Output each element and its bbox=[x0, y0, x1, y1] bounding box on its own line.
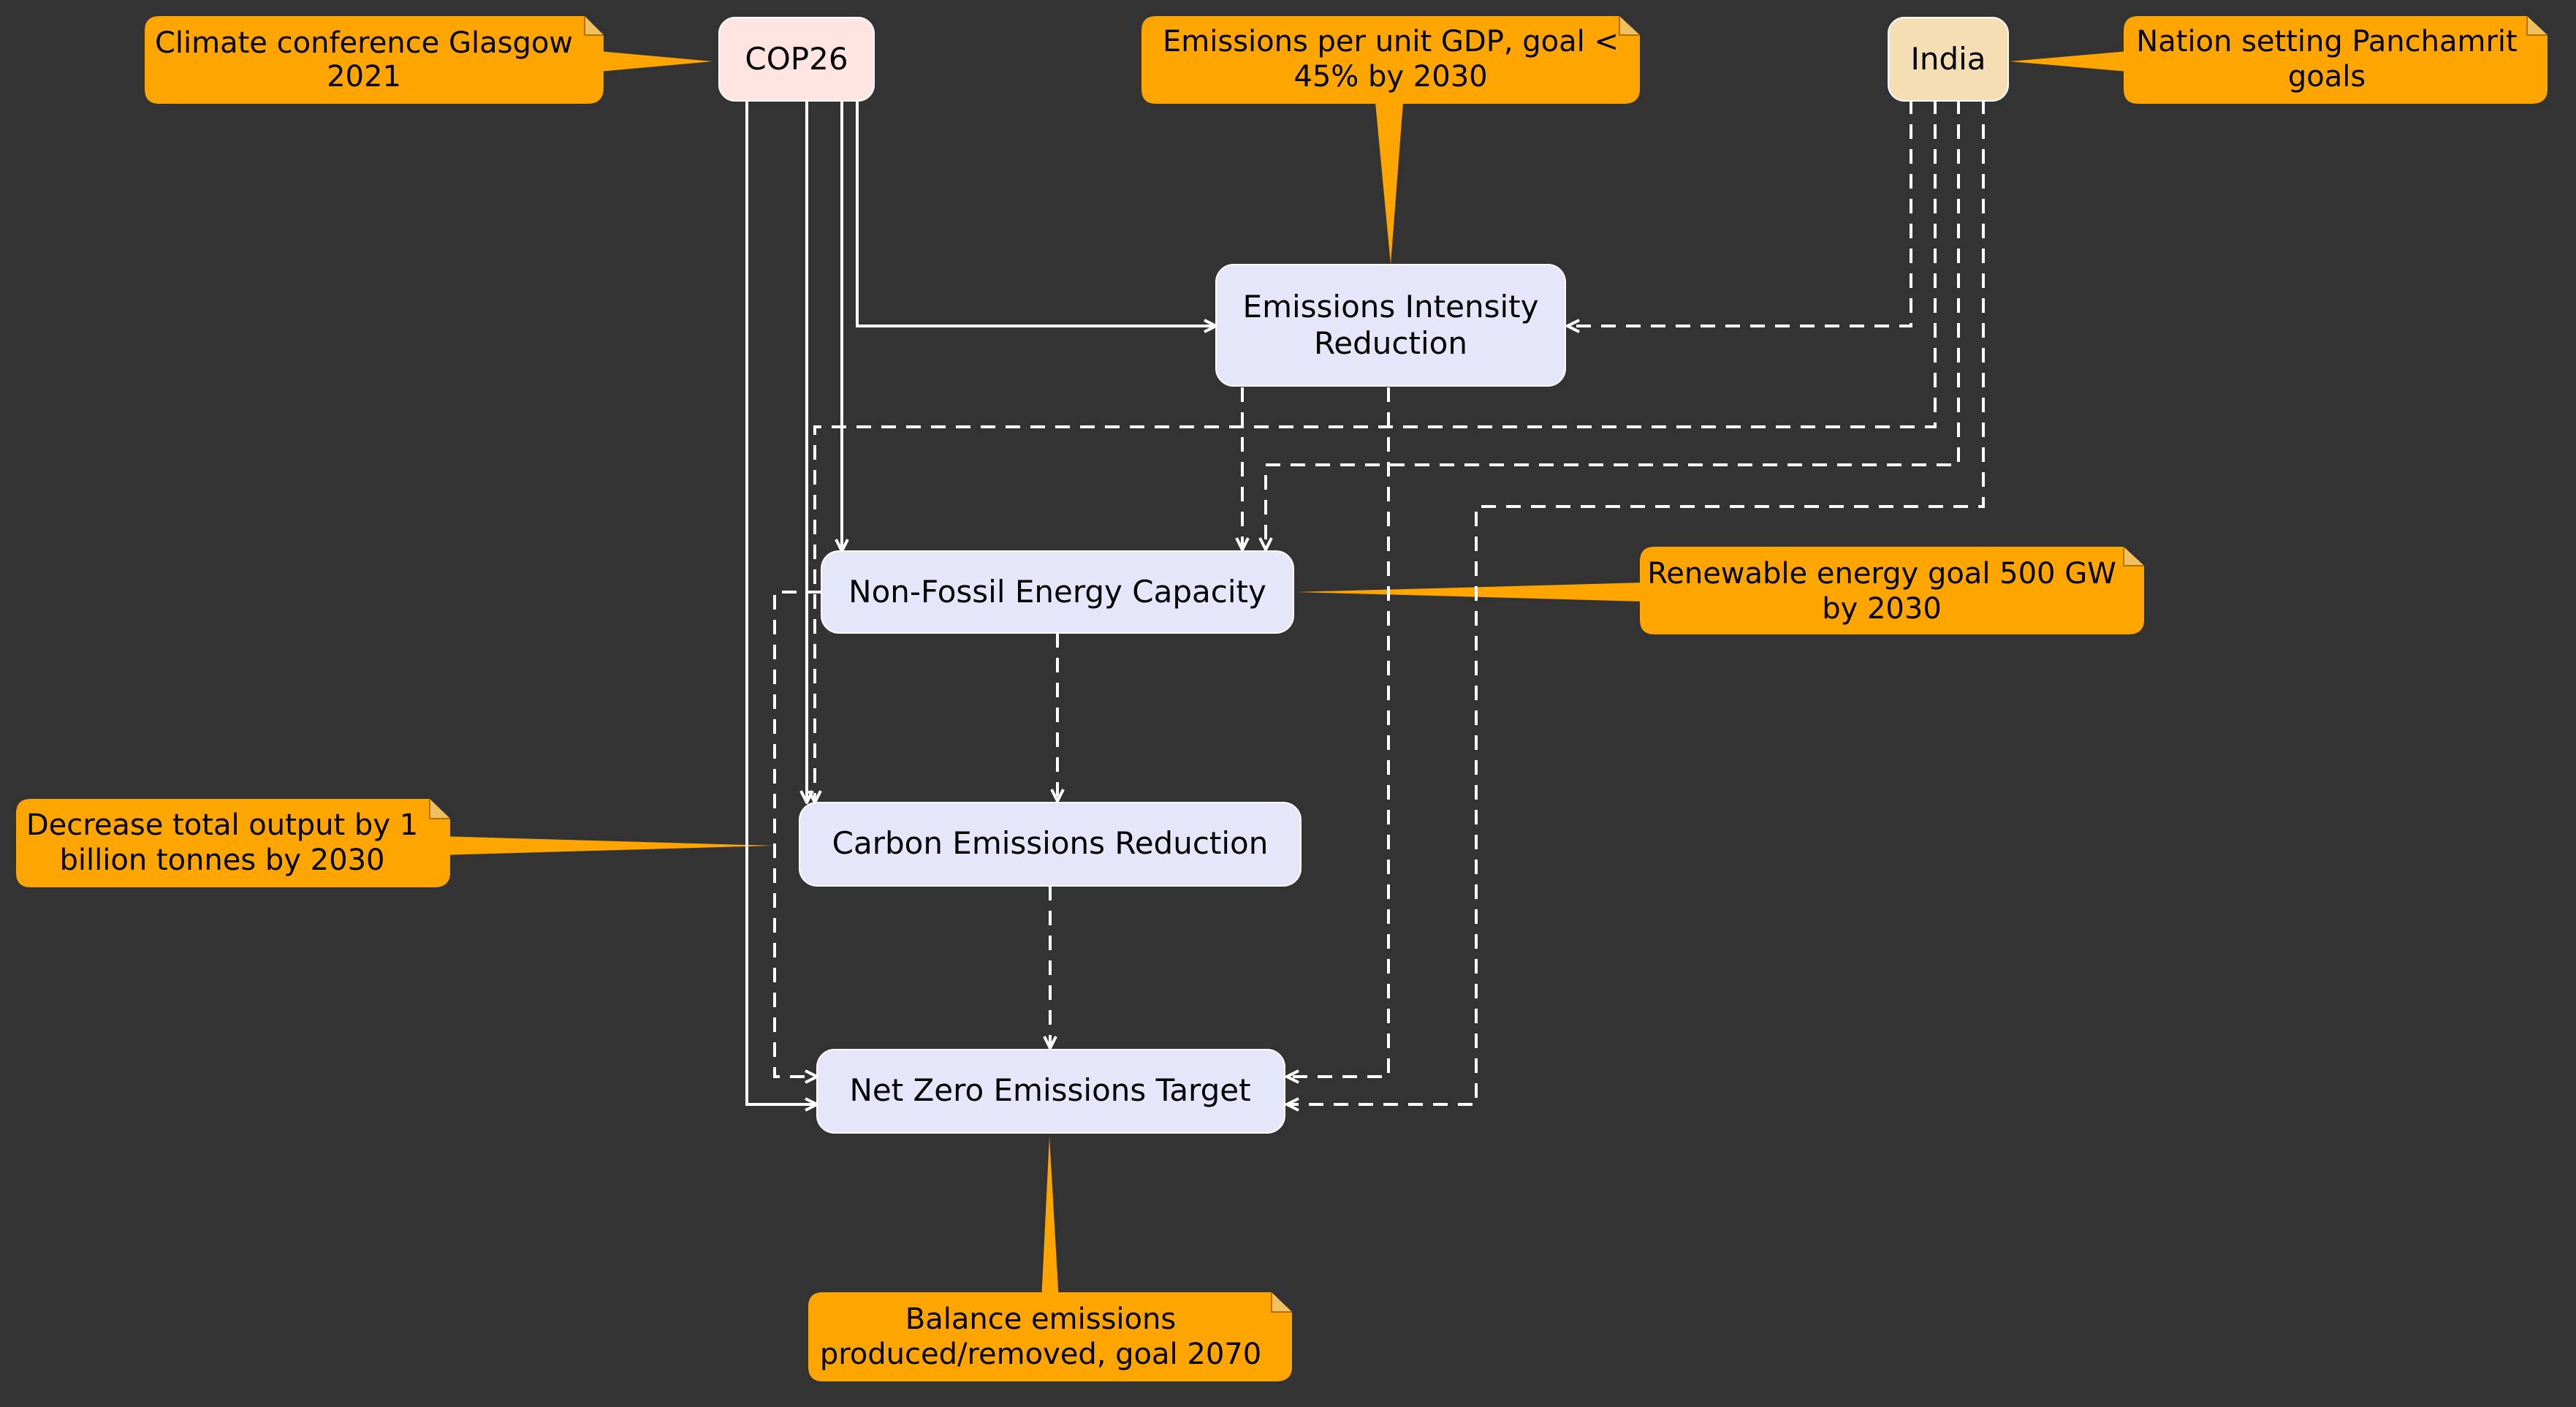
note-india: Nation setting Panchamrit goals bbox=[2010, 16, 2547, 104]
edge-india-to-carbon bbox=[815, 99, 1937, 803]
edge-nonfossil-to-netzero bbox=[773, 591, 821, 1077]
node-cop26-label: COP26 bbox=[745, 41, 848, 77]
note-carbon-line1: Decrease total output by 1 bbox=[26, 808, 418, 842]
note-netzero: Balance emissions produced/removed, goal… bbox=[808, 1137, 1292, 1381]
note-cop26: Climate conference Glasgow 2021 bbox=[145, 16, 713, 104]
note-india-line1: Nation setting Panchamrit bbox=[2136, 25, 2517, 58]
node-carbon-emissions-reduction[interactable]: Carbon Emissions Reduction bbox=[799, 802, 1302, 887]
edge-cop26-to-netzero bbox=[745, 99, 817, 1104]
edge-india-to-intensity bbox=[1568, 99, 1912, 326]
edge-india-to-netzero bbox=[1287, 99, 1985, 1104]
node-intensity-line2: Reduction bbox=[1314, 325, 1467, 361]
edge-cop26-to-intensity bbox=[856, 99, 1216, 326]
note-nonfossil: Renewable energy goal 500 GW by 2030 bbox=[1297, 547, 2144, 634]
node-cop26[interactable]: COP26 bbox=[718, 17, 875, 102]
note-nonfossil-line2: by 2030 bbox=[1822, 592, 1942, 626]
note-intensity: Emissions per unit GDP, goal < 45% by 20… bbox=[1141, 16, 1640, 265]
note-nonfossil-line1: Renewable energy goal 500 GW bbox=[1647, 557, 2116, 591]
note-carbon: Decrease total output by 1 billion tonne… bbox=[16, 799, 773, 887]
node-non-fossil-capacity[interactable]: Non-Fossil Energy Capacity bbox=[821, 550, 1294, 634]
edge-india-to-nonfossil bbox=[1266, 99, 1960, 550]
note-intensity-line2: 45% by 2030 bbox=[1293, 60, 1487, 94]
node-carbon-label: Carbon Emissions Reduction bbox=[832, 825, 1269, 861]
note-intensity-line1: Emissions per unit GDP, goal < bbox=[1163, 25, 1619, 58]
node-emissions-intensity[interactable]: Emissions Intensity Reduction bbox=[1215, 264, 1566, 387]
note-india-line2: goals bbox=[2288, 60, 2366, 94]
node-india[interactable]: India bbox=[1888, 17, 2009, 102]
note-cop26-line2: 2021 bbox=[327, 60, 401, 94]
note-netzero-line1: Balance emissions bbox=[905, 1302, 1176, 1336]
node-net-zero-target[interactable]: Net Zero Emissions Target bbox=[816, 1049, 1285, 1134]
note-cop26-line1: Climate conference Glasgow bbox=[155, 26, 573, 60]
node-intensity-line1: Emissions Intensity bbox=[1243, 289, 1539, 325]
node-nonfossil-label: Non-Fossil Energy Capacity bbox=[848, 574, 1266, 610]
node-netzero-label: Net Zero Emissions Target bbox=[849, 1072, 1250, 1108]
edge-intensity-to-netzero bbox=[1287, 387, 1390, 1077]
note-carbon-line2: billion tonnes by 2030 bbox=[60, 843, 385, 877]
note-netzero-line2: produced/removed, goal 2070 bbox=[820, 1338, 1261, 1371]
node-india-label: India bbox=[1910, 41, 1986, 77]
